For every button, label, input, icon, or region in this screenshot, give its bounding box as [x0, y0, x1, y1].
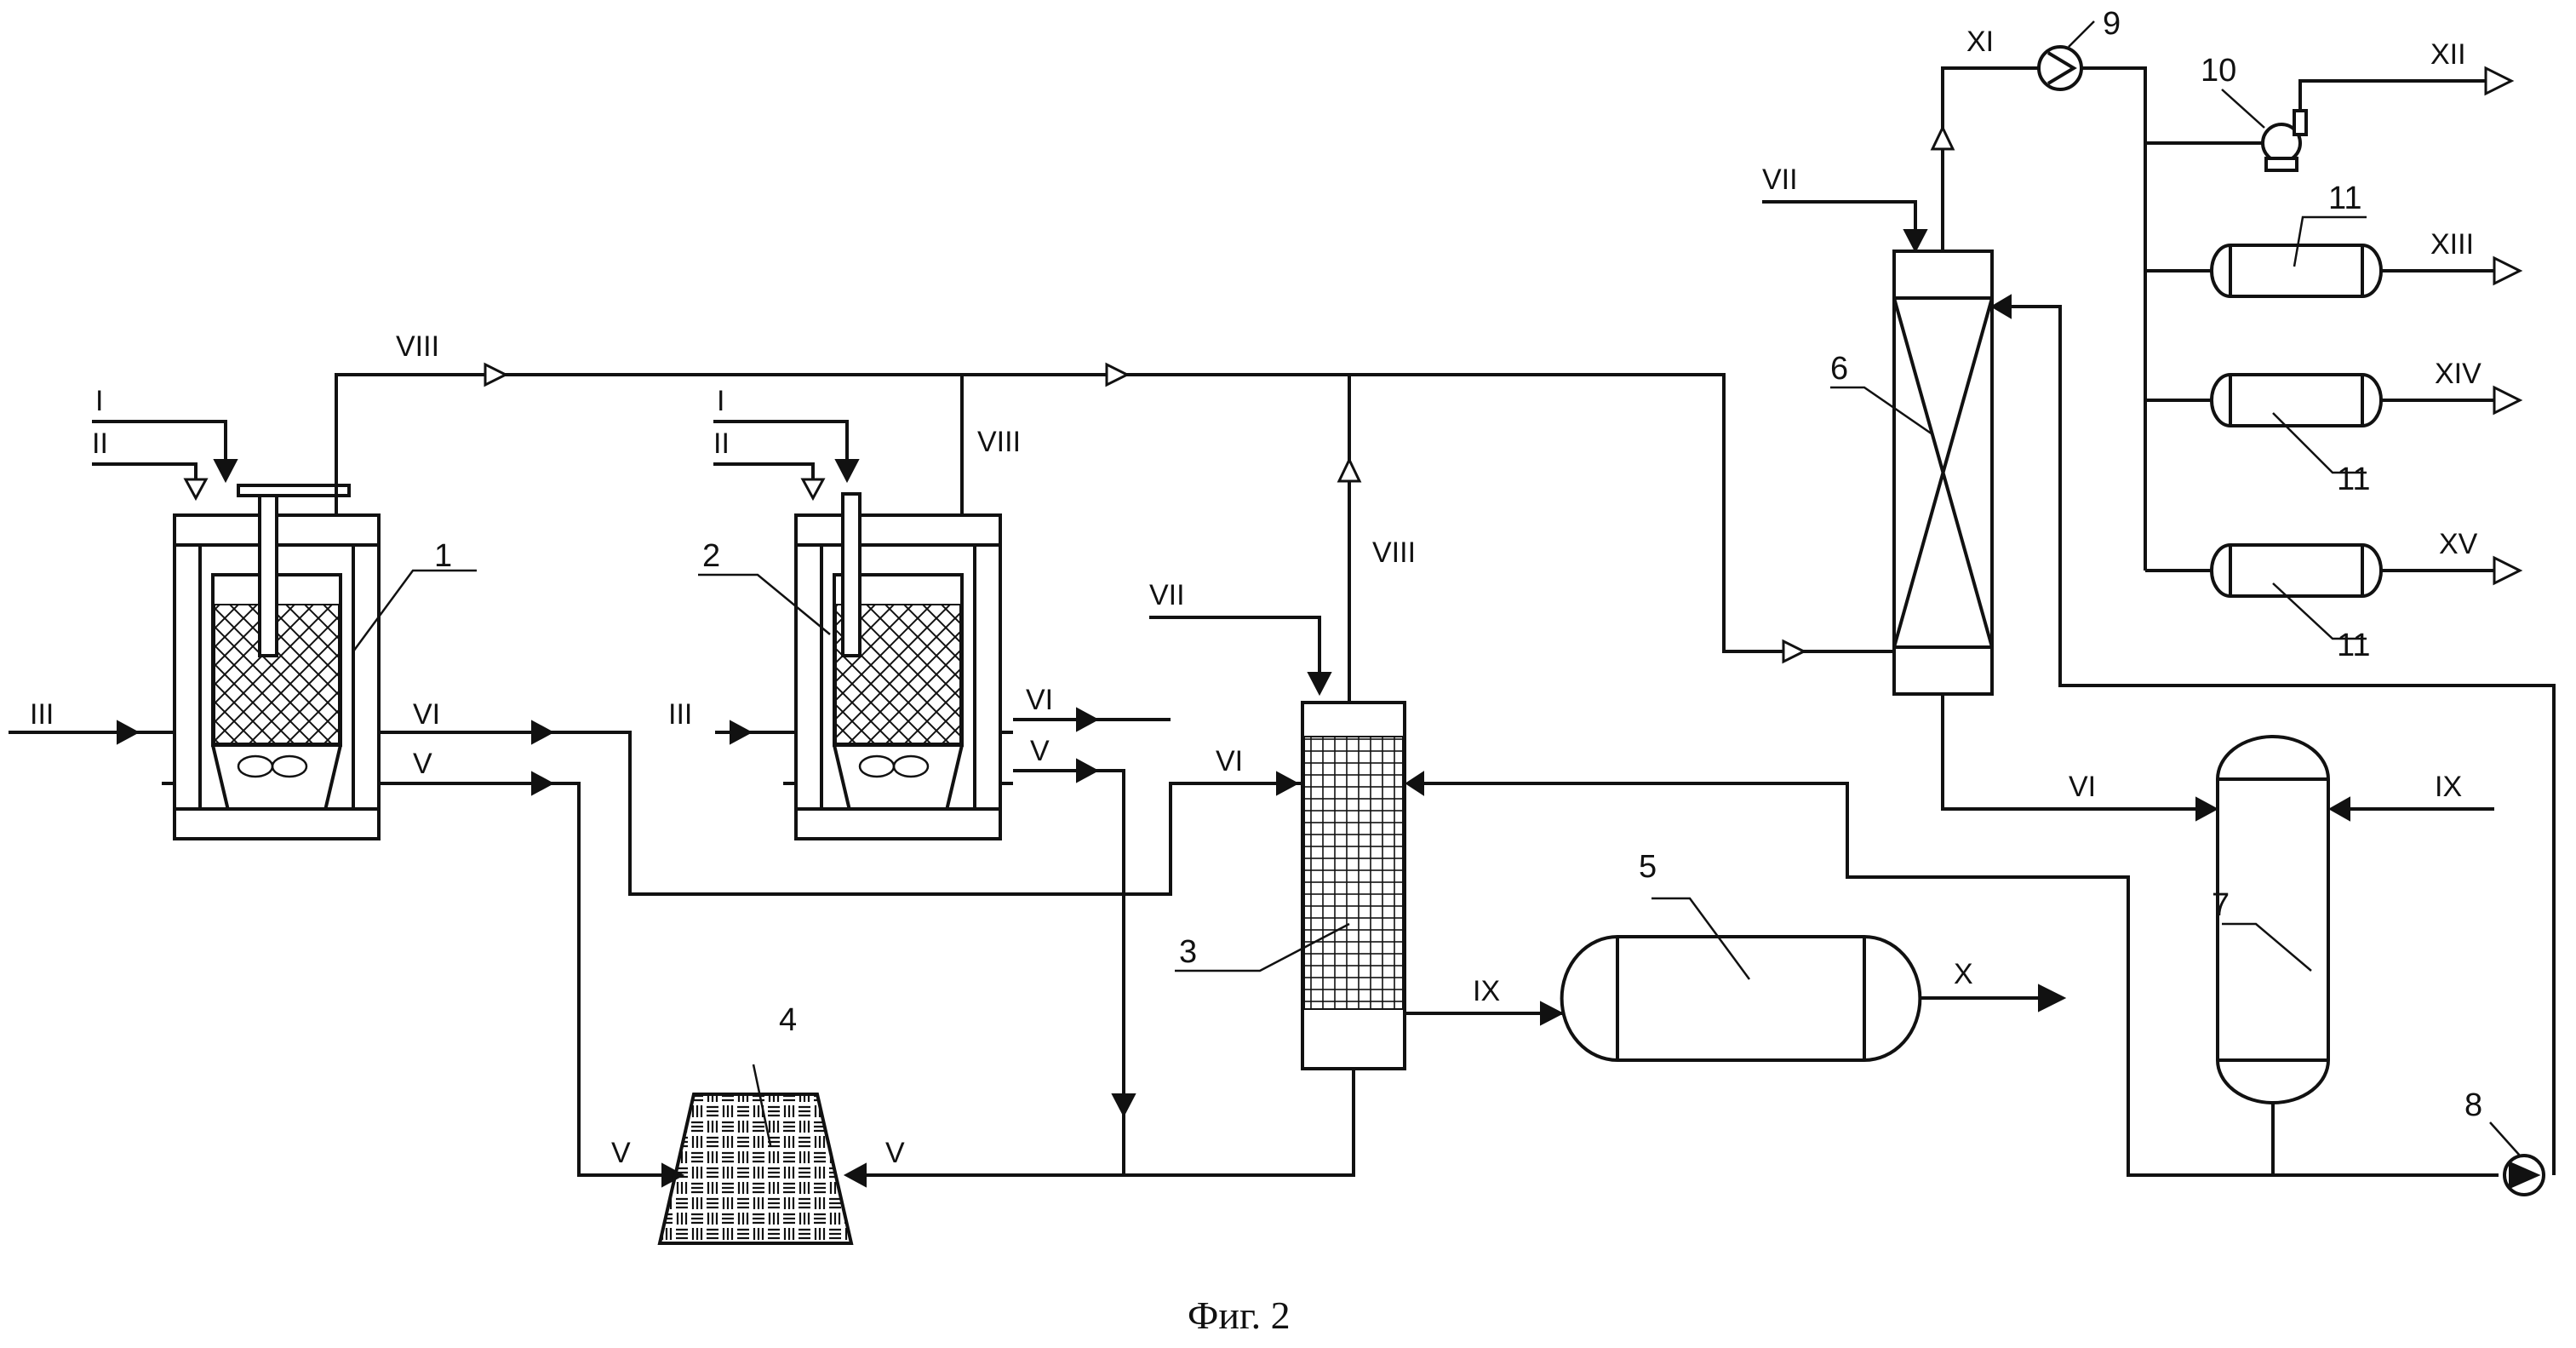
unit-label-2: 2 — [702, 538, 720, 574]
stream-label-V-r2: V — [1030, 735, 1050, 767]
unit-label-11a: 11 — [2328, 181, 2361, 216]
stream-label-VIII-col3: VIII — [1372, 536, 1416, 569]
stream-label-VI-col3: VI — [1216, 745, 1243, 777]
unit-label-10: 10 — [2201, 53, 2236, 89]
stream-label-XIII: XIII — [2430, 228, 2474, 261]
stream-label-IX-v7: IX — [2435, 771, 2462, 803]
stream-label-V-mixer-right: V — [885, 1137, 905, 1169]
stream-label-III-r2: III — [668, 698, 692, 731]
unit-label-8: 8 — [2464, 1087, 2482, 1123]
unit-label-9: 9 — [2103, 6, 2121, 42]
stream-label-VII-col3: VII — [1149, 579, 1185, 611]
stream-label-VI-r1: VI — [413, 698, 440, 731]
compressor-9 — [2039, 47, 2081, 89]
stream-label-II-r2: II — [713, 427, 730, 460]
stream-label-XIV: XIV — [2435, 358, 2482, 390]
storage-tank-11b — [2212, 375, 2381, 426]
pump-10 — [2263, 111, 2306, 170]
reactor-1 — [162, 485, 392, 839]
absorber-column-3 — [1302, 703, 1405, 1069]
stream-label-XII: XII — [2430, 38, 2466, 71]
unit-label-11b: 11 — [2337, 462, 2370, 497]
stream-label-V-r1: V — [413, 748, 432, 780]
receiver-vessel-5 — [1562, 937, 1921, 1060]
stream-label-X: X — [1954, 958, 1973, 990]
stream-label-XV: XV — [2439, 528, 2478, 560]
unit-label-3: 3 — [1179, 934, 1197, 970]
figure-caption: Фиг. 2 — [1188, 1294, 1291, 1337]
stream-label-II-r1: II — [92, 427, 108, 460]
stream-label-VI-v7: VI — [2069, 771, 2096, 803]
unit-label-1: 1 — [434, 538, 452, 574]
unit-label-5: 5 — [1639, 849, 1657, 885]
pump-8 — [2504, 1156, 2544, 1195]
stream-label-XI: XI — [1966, 26, 1994, 58]
separator-vessel-7 — [2218, 737, 2328, 1103]
stream-label-V-mixer-left: V — [611, 1137, 631, 1169]
stream-label-III-r1: III — [30, 698, 54, 731]
unit-label-7: 7 — [2212, 887, 2230, 923]
column-6 — [1894, 251, 1992, 694]
stream-label-VIII-r2: VIII — [977, 426, 1021, 458]
mixer-4 — [660, 1094, 851, 1243]
stream-label-VI-r2: VI — [1026, 684, 1053, 716]
stream-label-I-r1: I — [95, 385, 103, 417]
reactor-2 — [783, 494, 1013, 839]
unit-label-6: 6 — [1830, 351, 1848, 387]
unit-label-4: 4 — [779, 1002, 797, 1038]
storage-tank-11c — [2212, 545, 2381, 596]
stream-label-VIII-top: VIII — [396, 330, 439, 363]
stream-label-IX-v5: IX — [1473, 975, 1500, 1007]
unit-label-11c: 11 — [2337, 628, 2370, 663]
stream-label-VII-col6: VII — [1762, 163, 1798, 196]
stream-label-I-r2: I — [717, 385, 724, 417]
